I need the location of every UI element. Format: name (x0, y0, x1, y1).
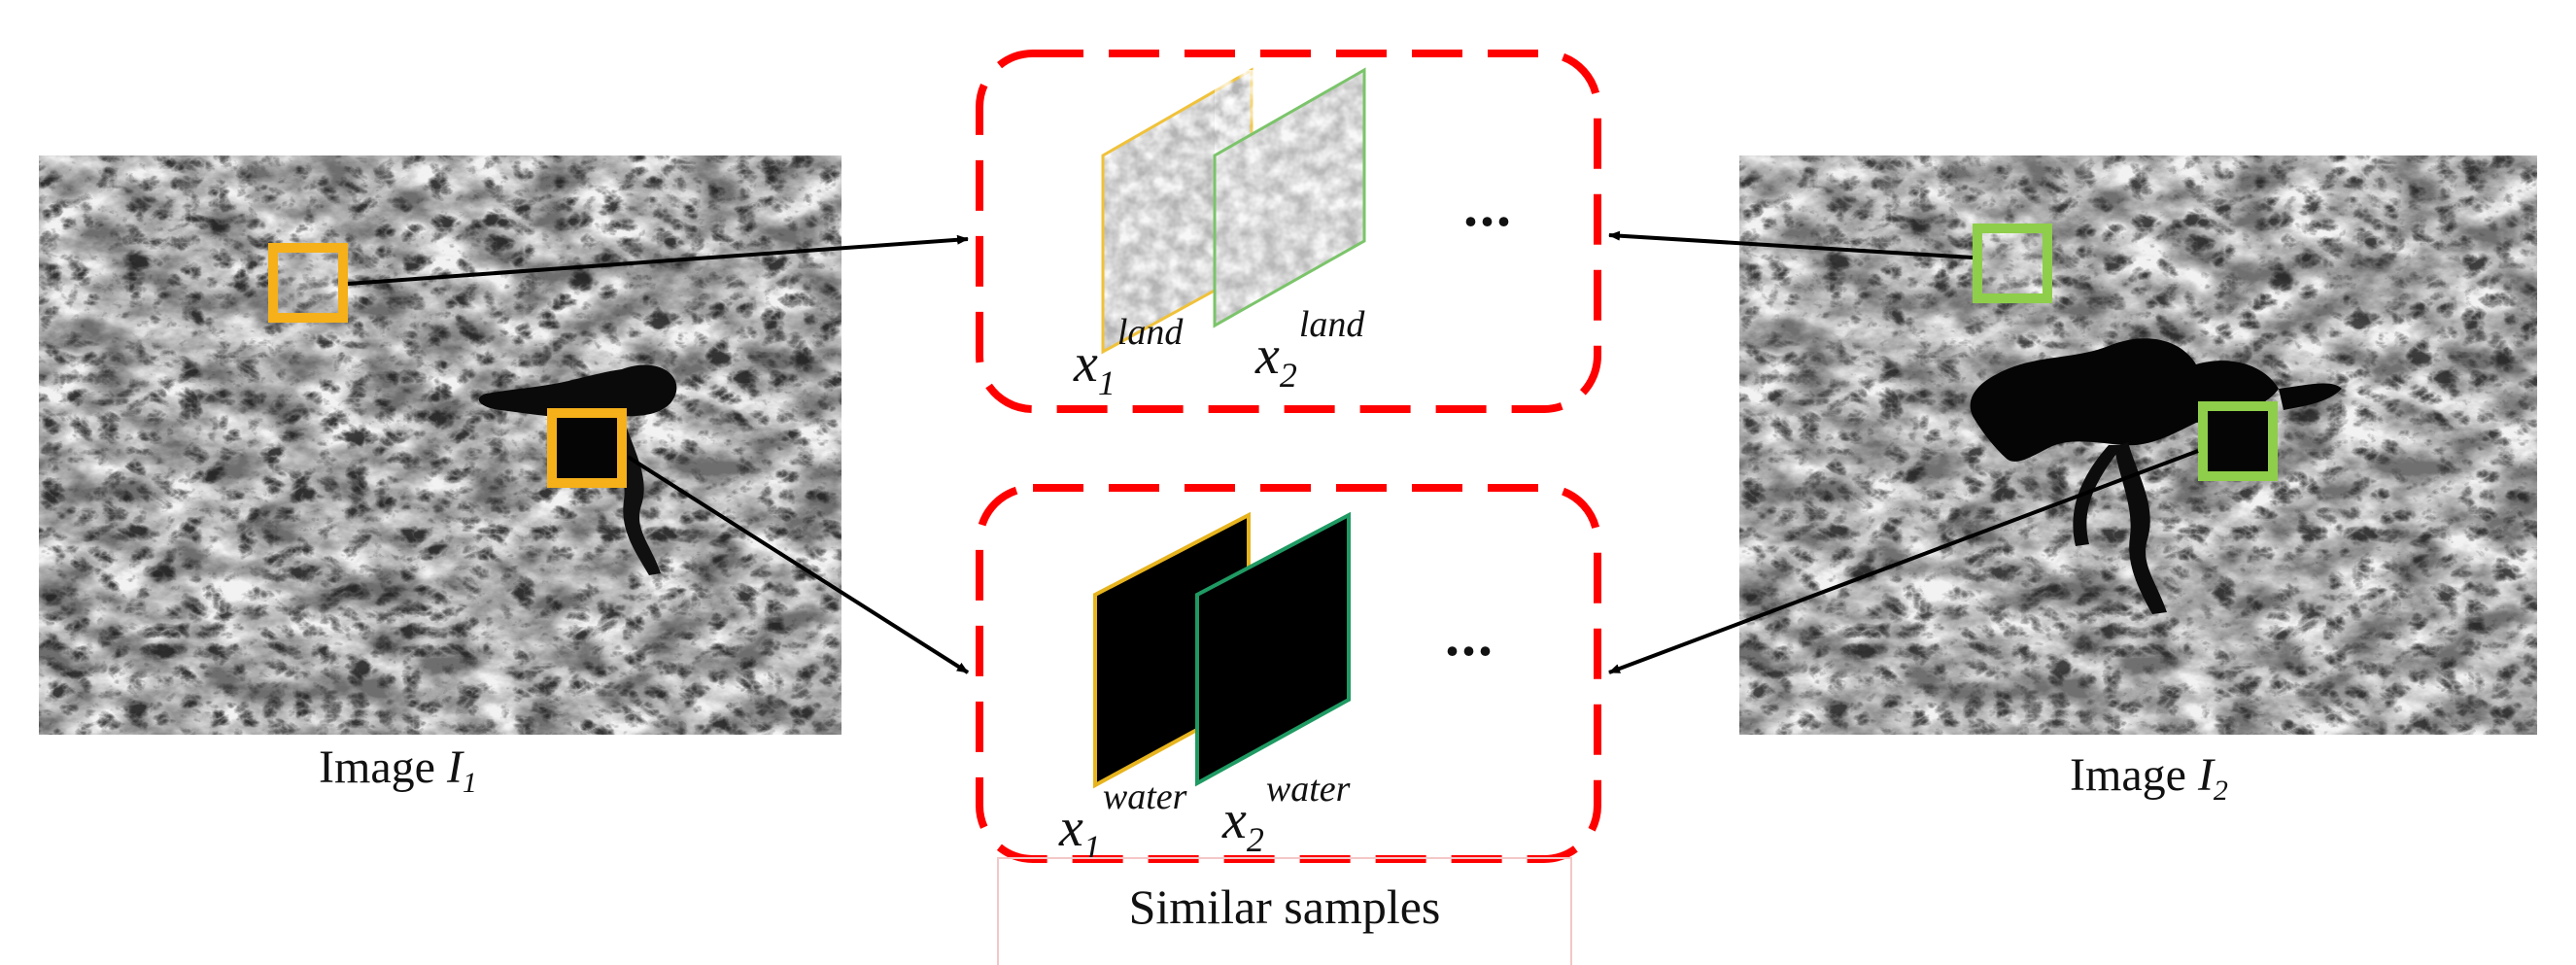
water-patch-2 (1195, 511, 1351, 787)
water-sample-2-label: x2water (1222, 769, 1351, 859)
water-samples-group (976, 484, 1601, 863)
land-samples-group (976, 50, 1601, 413)
arrow-land-2 (1608, 230, 1974, 259)
land-sample-1-label: x1land (1074, 312, 1184, 402)
water-marker-image-2 (2198, 401, 2278, 481)
land-sample-2-label: x2land (1255, 304, 1365, 395)
arrow-water-2 (1608, 449, 2199, 674)
land-marker-image-2 (1973, 224, 2052, 303)
water-marker-image-1 (547, 408, 627, 488)
arrow-water-1 (626, 455, 970, 674)
water-group-ellipsis: ... (1445, 603, 1494, 668)
caption-box: Similar samples (997, 857, 1572, 965)
water-sample-1-label: x1water (1059, 776, 1187, 867)
land-group-ellipsis: ... (1463, 174, 1513, 238)
land-patch-2 (1213, 67, 1366, 328)
arrow-land-1 (347, 234, 969, 286)
land-marker-image-1 (268, 243, 348, 323)
satellite-image-1 (39, 155, 841, 735)
image-1-label: Image I1 (319, 741, 477, 799)
caption: Similar samples (1128, 879, 1441, 934)
image-2-label: Image I2 (2070, 749, 2228, 807)
